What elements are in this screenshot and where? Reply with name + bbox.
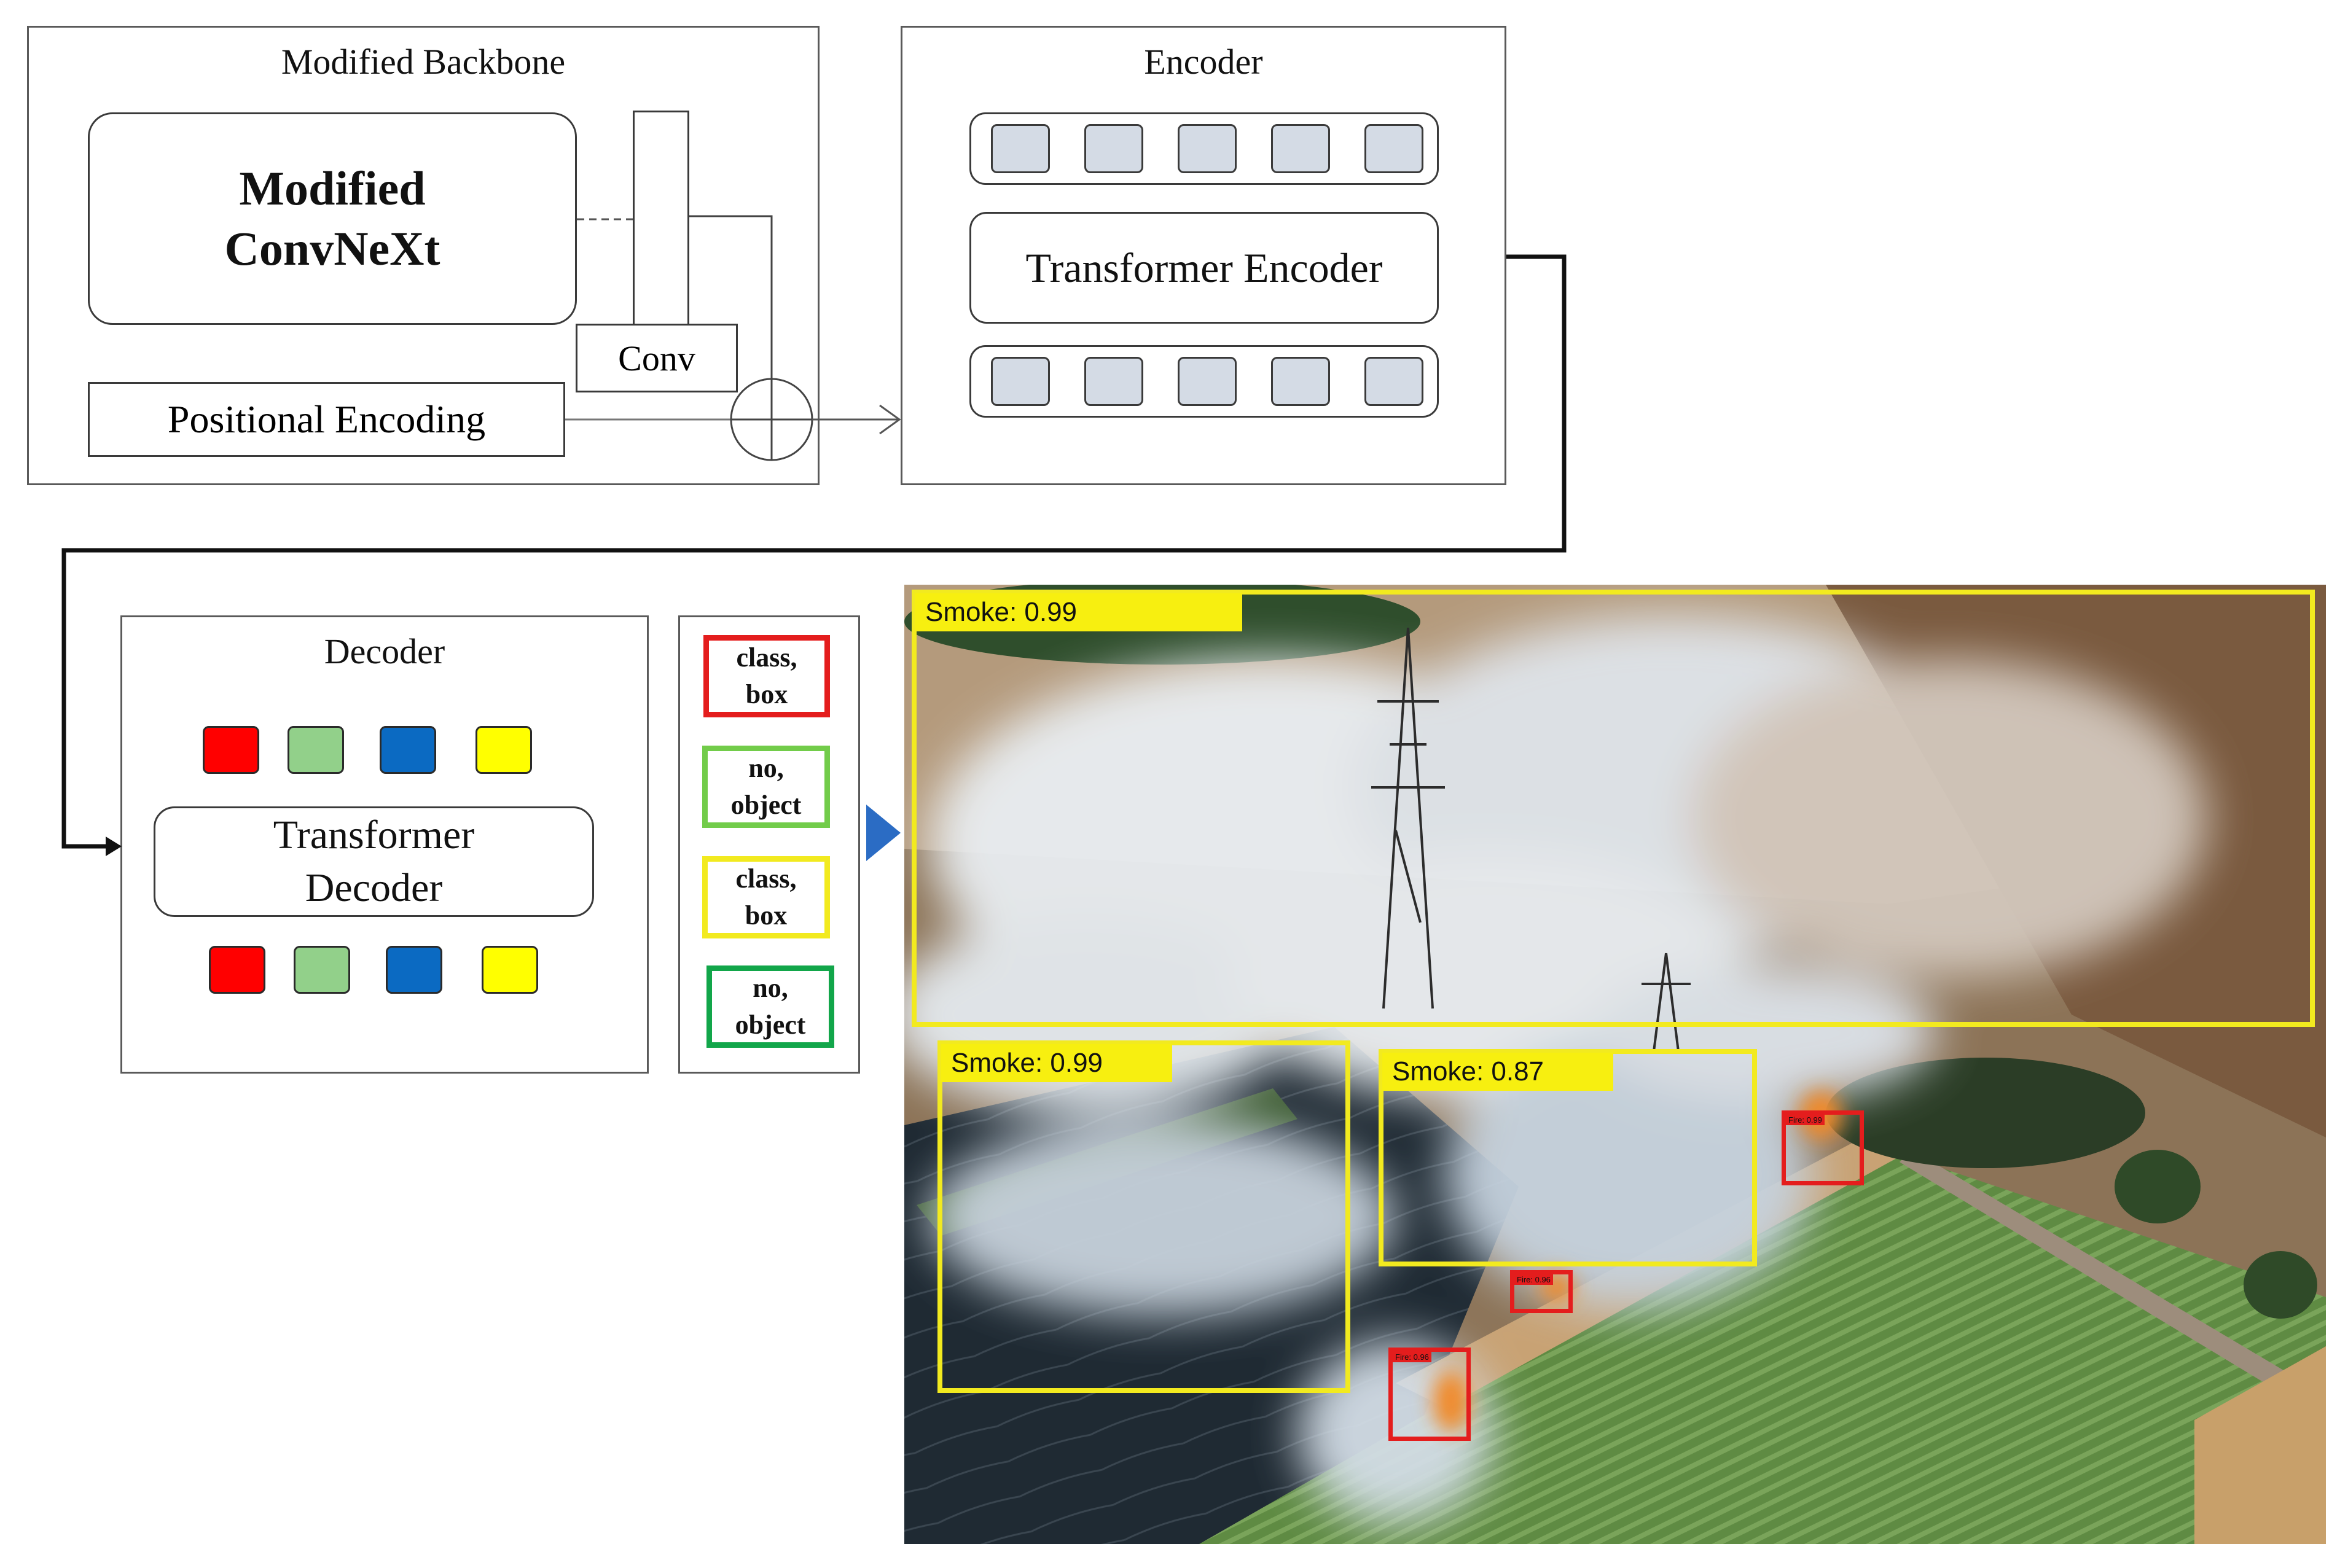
query-token-yellow [475,726,532,774]
positional-encoding-block: Positional Encoding [88,382,565,457]
smoke-detection-label: Smoke: 0.99 [941,1044,1172,1082]
prediction-line1: class, [735,864,797,894]
query-token-red [203,726,259,774]
prediction-line2: box [745,900,788,930]
output-arrow-icon [866,805,901,861]
encoder-token [1271,124,1330,173]
encoder-input-tokens [969,112,1439,185]
encoder-token [991,124,1050,173]
conv-block: Conv [576,324,738,392]
encoder-token [1271,357,1330,406]
convnext-line2: ConvNeXt [224,222,440,275]
fire-detection-label: Fire: 0.99 [1786,1115,1825,1125]
encoder-token [1364,357,1423,406]
output-token-red [209,946,265,994]
encoder-token [1084,357,1143,406]
output-token-yellow [482,946,538,994]
encoder-token [1084,124,1143,173]
smoke-detection-label: Smoke: 0.99 [915,593,1242,631]
fire-detection-box-1: Fire: 0.99 [1782,1110,1864,1185]
encoder-output-tokens [969,345,1439,418]
conv-label: Conv [618,338,695,378]
query-token-green [288,726,344,774]
decoder-input-arrowhead [106,837,122,856]
prediction-no-object-darkgreen: no, object [706,965,834,1048]
output-token-green [294,946,350,994]
encoder-to-decoder-line [61,254,1567,849]
encoder-token [1364,124,1423,173]
encoder-token [1178,124,1237,173]
prediction-line2: box [745,679,788,709]
smoke-detection-box-3: Smoke: 0.87 [1379,1049,1757,1266]
encoder-title: Encoder [1144,42,1263,82]
fire-detection-label: Fire: 0.96 [1514,1274,1553,1285]
encoder-token [991,357,1050,406]
decoder-line2: Decoder [305,865,443,910]
prediction-line1: no, [748,753,784,783]
decoder-query-row-bottom [209,946,541,996]
prediction-class-box-yellow: class, box [702,856,830,938]
feature-map-bar [633,111,689,326]
prediction-line2: object [730,790,802,820]
fire-detection-box-2: Fire: 0.96 [1510,1270,1573,1313]
positional-encoding-label: Positional Encoding [167,397,486,441]
prediction-line1: no, [753,973,788,1003]
encoder-token [1178,357,1237,406]
detection-result-image: Smoke: 0.99 Smoke: 0.99 Smoke: 0.87 Fire… [904,585,2326,1544]
prediction-class-box-red: class, box [703,635,830,717]
transformer-encoder-block: Transformer Encoder [969,212,1439,324]
modified-convnext-block: Modified ConvNeXt [88,112,577,325]
convnext-line1: Modified [239,162,426,215]
query-token-blue [380,726,436,774]
backbone-title: Modified Backbone [281,42,566,82]
prediction-no-object-lightgreen: no, object [702,746,830,828]
smoke-detection-box-1: Smoke: 0.99 [912,590,2315,1027]
fire-detection-label: Fire: 0.96 [1393,1352,1431,1362]
prediction-line1: class, [736,642,797,673]
decoder-title: Decoder [324,631,445,671]
transformer-decoder-block: Transformer Decoder [154,806,594,917]
smoke-detection-label: Smoke: 0.87 [1382,1053,1613,1091]
transformer-encoder-label: Transformer Encoder [1025,244,1383,291]
fire-detection-box-3: Fire: 0.96 [1388,1348,1471,1441]
feature-to-sum-line [689,215,773,387]
decoder-line1: Transformer [273,813,475,857]
smoke-detection-box-2: Smoke: 0.99 [937,1040,1350,1393]
decoder-query-row-top [203,726,534,775]
output-token-blue [386,946,442,994]
prediction-line2: object [735,1010,806,1040]
